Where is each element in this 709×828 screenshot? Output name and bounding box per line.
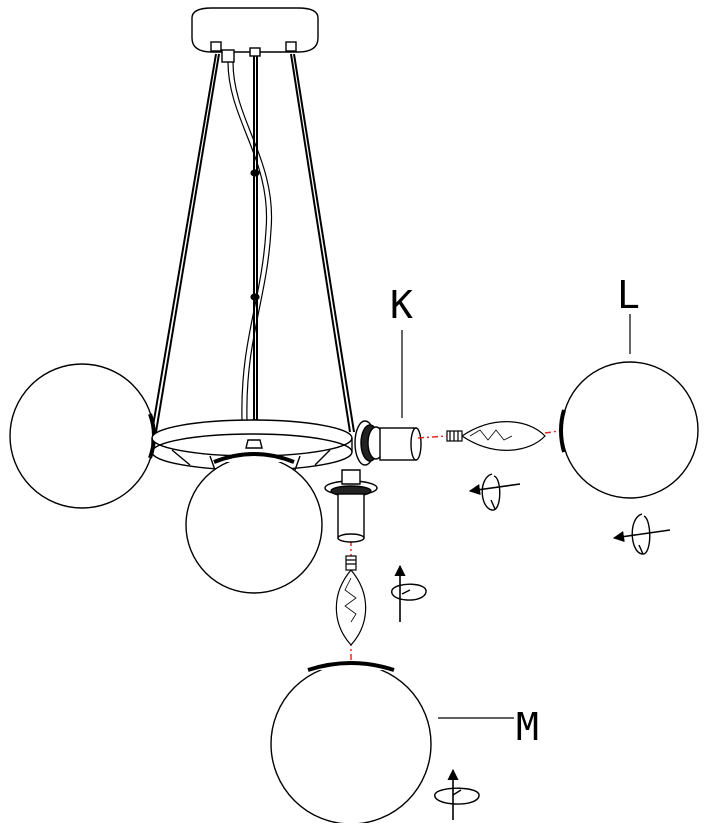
globe-shade-icon bbox=[270, 661, 432, 825]
power-cable bbox=[227, 61, 273, 421]
globe-shade-icon bbox=[559, 361, 699, 499]
socket-icon bbox=[324, 469, 378, 543]
label-k: K bbox=[390, 283, 413, 327]
rotate-arrow-icon bbox=[391, 564, 427, 622]
socket-icon bbox=[354, 420, 422, 466]
rotate-arrow-icon bbox=[434, 768, 480, 820]
suspension-rods bbox=[151, 53, 355, 433]
rotate-arrow-icon bbox=[612, 513, 671, 555]
alignment-guides bbox=[350, 429, 567, 668]
ceiling-canopy-icon bbox=[191, 7, 319, 63]
label-l: L bbox=[617, 273, 640, 317]
label-m: M bbox=[516, 705, 539, 749]
globe-shade-icon bbox=[185, 439, 323, 594]
globe-shade-icon bbox=[9, 363, 156, 509]
light-bulb-icon bbox=[335, 555, 367, 646]
rotate-arrow-icon bbox=[468, 473, 521, 511]
light-bulb-icon bbox=[446, 421, 546, 451]
